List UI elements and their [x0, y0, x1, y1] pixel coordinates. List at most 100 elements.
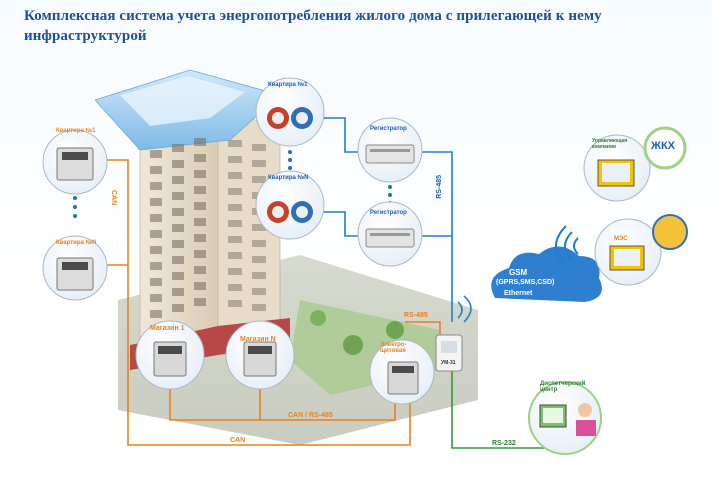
- building-window: [194, 218, 206, 226]
- apartment-n-elec-label: Квартира №N: [56, 240, 97, 246]
- building-window: [194, 298, 206, 306]
- building-window: [150, 278, 162, 286]
- substation-meter: [369, 339, 435, 405]
- page-title: Комплексная система учета энергопотребле…: [24, 8, 602, 44]
- building-window: [172, 256, 184, 264]
- building-window: [228, 188, 242, 195]
- building-window: [150, 262, 162, 270]
- building-window: [228, 140, 242, 147]
- can-bottom-label: CAN: [230, 437, 246, 444]
- shop-n-label: Магазин N: [240, 336, 276, 343]
- building-window: [252, 224, 266, 231]
- building-window: [172, 272, 184, 280]
- can-rs485-bus-line: [169, 385, 396, 421]
- device-code-label: УМ-31: [441, 360, 456, 366]
- building-window: [194, 266, 206, 274]
- building-window: [172, 176, 184, 184]
- rs485-bus-line: [410, 151, 453, 322]
- building-window: [172, 240, 184, 248]
- water-meter-apartment-1: [255, 77, 325, 147]
- building-window: [150, 294, 162, 302]
- building-window: [252, 256, 266, 263]
- building-windows: [150, 138, 266, 318]
- building-window: [228, 204, 242, 211]
- building-window: [150, 182, 162, 190]
- tree: [343, 335, 363, 355]
- dispatch-center-label: Диспетчерский центр: [540, 381, 586, 393]
- building-window: [172, 192, 184, 200]
- apartment-1-water-label: Квартира №1: [268, 82, 308, 88]
- can-rs485-label: CAN / RS-485: [288, 412, 333, 419]
- building-window: [172, 144, 184, 152]
- rs232-label: RS-232: [492, 440, 516, 447]
- building-window: [194, 202, 206, 210]
- building-window: [228, 172, 242, 179]
- ellipsis-dot: [73, 205, 77, 209]
- apartment-n-water-label: Квартира №N: [268, 175, 309, 181]
- ellipsis-dot: [288, 158, 292, 162]
- tree: [310, 310, 326, 326]
- building-window: [252, 304, 266, 311]
- rs485-local-label: RS-485: [404, 312, 428, 319]
- rs485-bus-line: [310, 117, 368, 153]
- dispatch-center: [528, 381, 602, 455]
- ellipsis-dot: [388, 185, 392, 189]
- building-window: [172, 304, 184, 312]
- building-window: [228, 156, 242, 163]
- ellipsis-dot: [73, 196, 77, 200]
- building-window: [150, 166, 162, 174]
- gsm-protocols-label: (GPRS,SMS,CSD): [496, 279, 555, 286]
- building-window: [252, 272, 266, 279]
- building-window: [252, 144, 266, 151]
- ellipsis-dot: [288, 166, 292, 170]
- building-window: [228, 300, 242, 307]
- elec-meter-apartment-n: [42, 235, 108, 301]
- building-window: [252, 288, 266, 295]
- elec-meter-apartment-1: [42, 129, 108, 195]
- tree: [386, 321, 404, 339]
- building-window: [150, 150, 162, 158]
- building-window: [194, 186, 206, 194]
- building-window: [252, 176, 266, 183]
- building-window: [172, 288, 184, 296]
- building-window: [228, 252, 242, 259]
- building-window: [150, 310, 162, 318]
- gsm-cloud: [491, 246, 602, 302]
- rs485-bus-label: RS-485: [436, 175, 443, 199]
- building-window: [150, 198, 162, 206]
- gsm-label: GSM: [509, 268, 528, 277]
- building-window: [228, 284, 242, 291]
- shop-n-meter: [225, 320, 295, 390]
- ellipsis-dot: [388, 193, 392, 197]
- building-window: [172, 208, 184, 216]
- registrar-1: [357, 117, 423, 183]
- ellipsis-dot: [288, 150, 292, 154]
- ellipsis-dot: [73, 214, 77, 218]
- rs485-bus-line: [310, 211, 368, 237]
- zhkh-logo-text: ЖКХ: [651, 140, 675, 152]
- management-company-label: Управляющая компания: [592, 138, 628, 150]
- building-window: [228, 268, 242, 275]
- building-window: [228, 236, 242, 243]
- building-window: [228, 220, 242, 227]
- building-window: [194, 170, 206, 178]
- rs485-local-line: [405, 321, 441, 340]
- apartment-1-elec-label: Квартира №1: [56, 128, 96, 134]
- shop-1-label: Магазин 1: [150, 325, 185, 332]
- modem-device: [435, 295, 472, 372]
- building-window: [252, 240, 266, 247]
- building-window: [194, 250, 206, 258]
- building-window: [150, 214, 162, 222]
- building-window: [252, 160, 266, 167]
- registrar-label: Регистратор: [370, 210, 407, 216]
- building-window: [172, 160, 184, 168]
- building-window: [194, 154, 206, 162]
- building-window: [194, 138, 206, 146]
- registrar-2: [357, 201, 423, 267]
- mes-label: МЭС: [614, 236, 628, 242]
- building-window: [150, 230, 162, 238]
- water-meter-apartment-n: [255, 170, 325, 240]
- rs232-line: [451, 370, 560, 449]
